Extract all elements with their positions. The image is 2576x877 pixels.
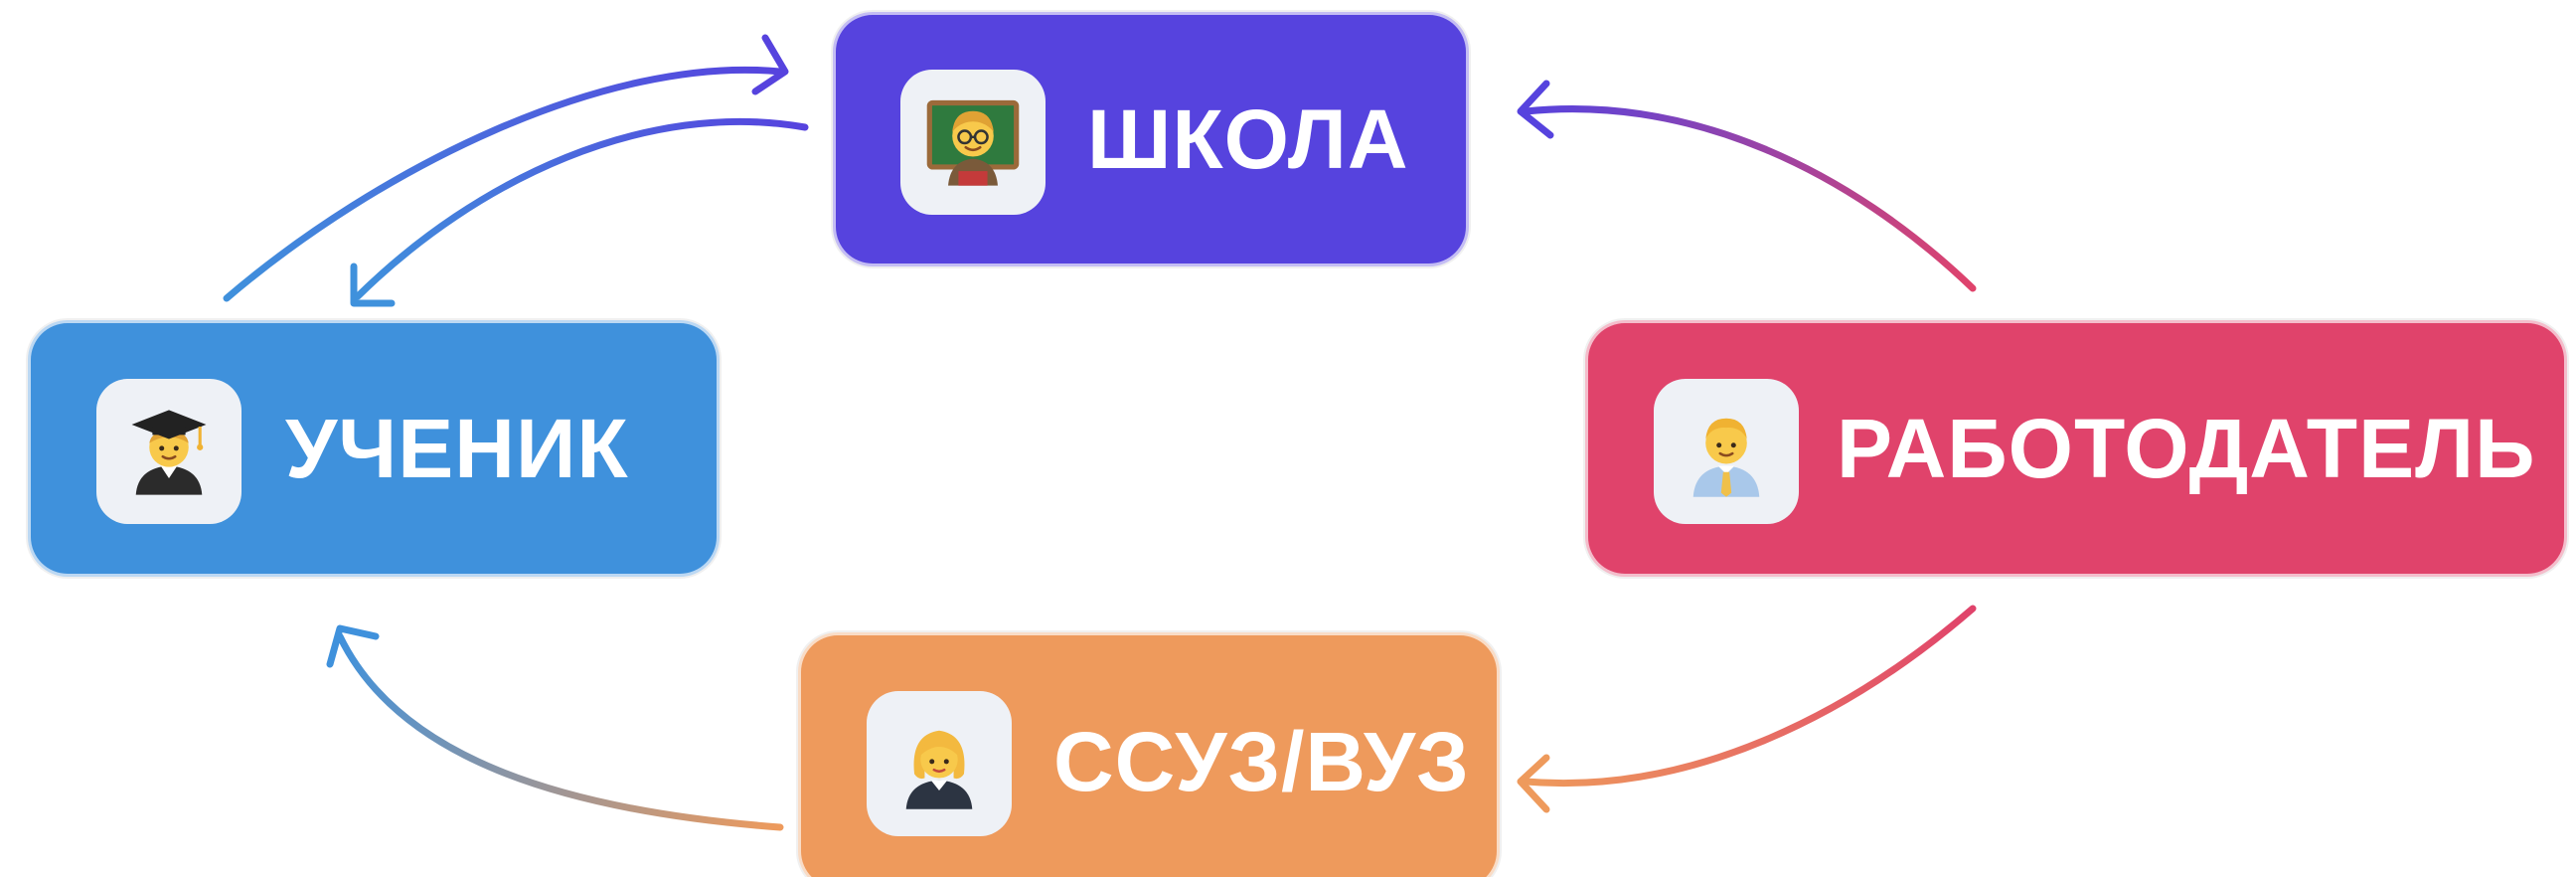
node-school-label: ШКОЛА	[1087, 92, 1409, 186]
node-school[interactable]: ШКОЛА	[833, 12, 1469, 266]
edge-school-to-student	[350, 117, 809, 307]
node-employer-label: РАБОТОДАТЕЛЬ	[1837, 402, 2536, 495]
graduate-icon	[96, 379, 242, 524]
node-employer[interactable]: РАБОТОДАТЕЛЬ	[1585, 320, 2567, 577]
node-college-label: ССУЗ/ВУЗ	[1053, 715, 1470, 808]
teacher-icon	[900, 70, 1046, 215]
woman-office-worker-icon	[867, 691, 1012, 836]
edge-college-to-student	[326, 624, 784, 831]
edge-student-to-school	[223, 34, 789, 302]
node-student-label: УЧЕНИК	[285, 402, 629, 495]
node-student[interactable]: УЧЕНИК	[28, 320, 720, 577]
edge-employer-to-school	[1517, 80, 1977, 292]
office-worker-icon	[1654, 379, 1799, 524]
edge-employer-to-college	[1517, 605, 1977, 813]
node-college[interactable]: ССУЗ/ВУЗ	[798, 632, 1500, 877]
